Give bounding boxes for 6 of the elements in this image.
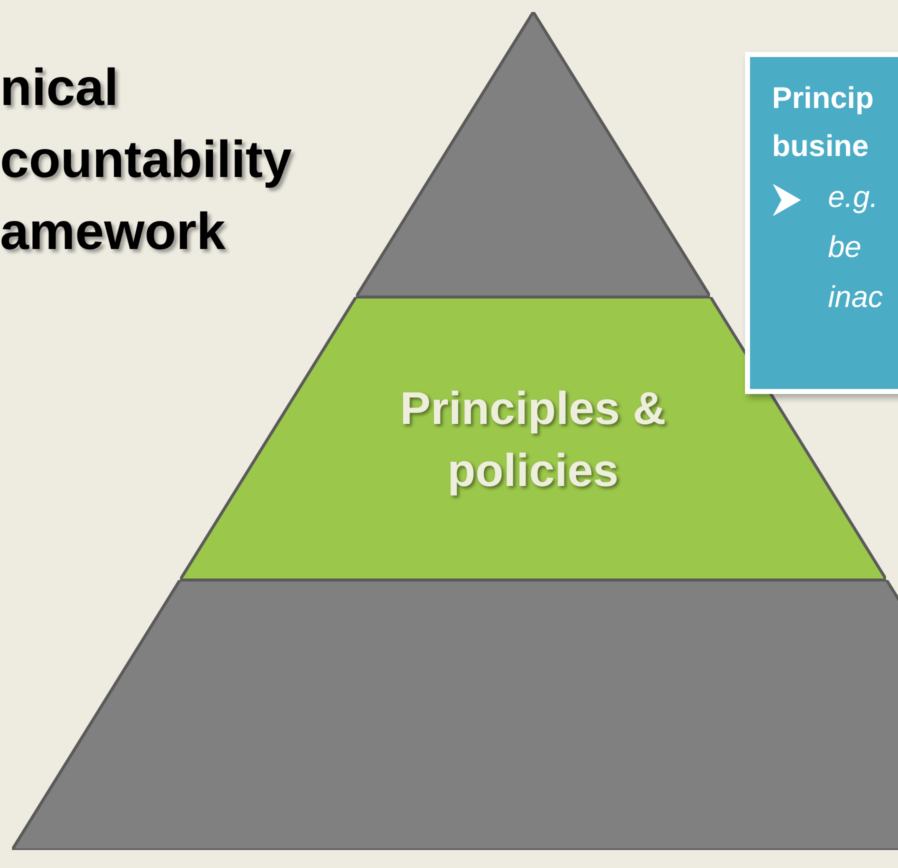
tier-label: Principles & policies: [399, 380, 667, 498]
pyramid-top-tier: [356, 12, 710, 297]
callout-box: [745, 52, 898, 394]
title: nical countability amework: [0, 58, 293, 263]
bullet-text: e.g. be inac: [828, 180, 884, 316]
pyramid-tier: [12, 580, 898, 850]
